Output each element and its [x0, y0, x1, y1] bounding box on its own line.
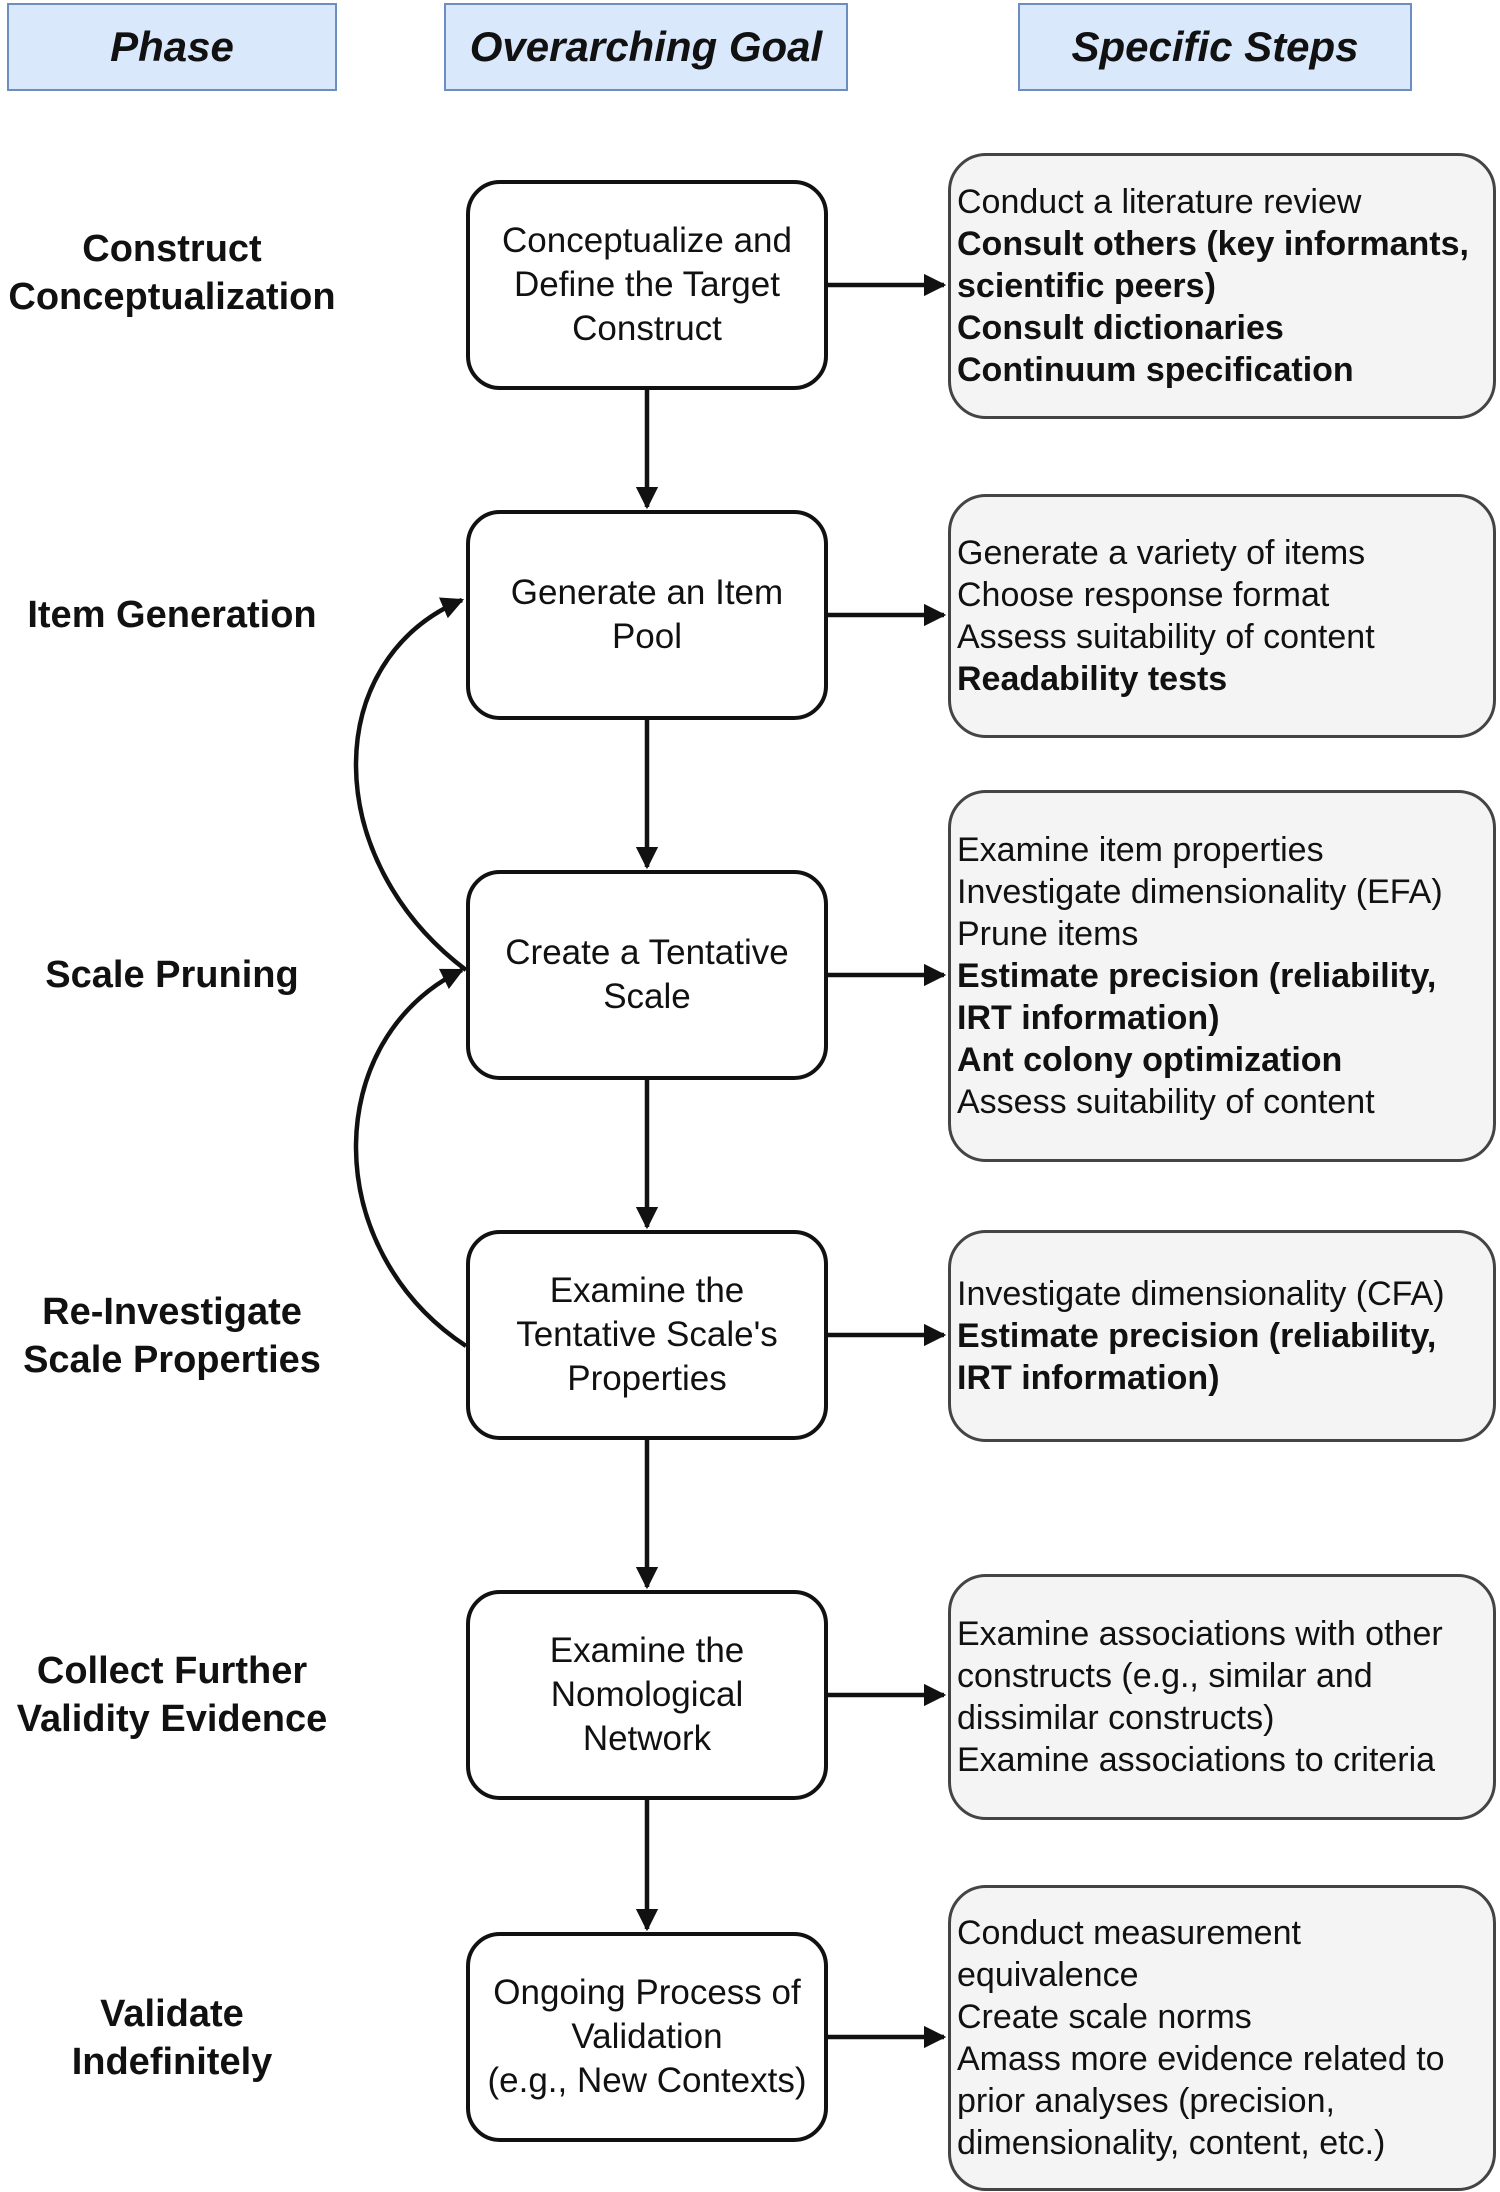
goal-text-line: Nomological	[550, 1675, 744, 1714]
step-item: Continuum specification	[957, 351, 1354, 389]
phase-label-line: Re-Investigate	[42, 1291, 302, 1333]
step-item: Examine associations to criteria	[957, 1741, 1436, 1779]
step-item: Consult others (key informants,	[957, 225, 1469, 263]
phase-label-line: Indefinitely	[71, 2041, 273, 2083]
phase-label-line: Conceptualization	[8, 276, 336, 318]
step-item: dimensionality, content, etc.)	[957, 2124, 1386, 2162]
header-overarching-goal: Overarching Goal	[444, 3, 848, 91]
goal-text-line: Properties	[567, 1359, 727, 1398]
goal-text-line: Validation	[571, 2017, 723, 2056]
goal-text-line: Scale	[603, 977, 691, 1016]
step-item: Assess suitability of content	[957, 618, 1375, 656]
steps-box: Examine associations with other construct…	[948, 1574, 1496, 1820]
steps-box: Investigate dimensionality (CFA) Estimate…	[948, 1230, 1496, 1442]
feedback-arrow-reinvestigate-to-pruning	[353, 967, 468, 1348]
step-item: Ant colony optimization	[957, 1041, 1343, 1079]
feedback-arrow-pruning-to-generation	[353, 597, 468, 972]
step-item: Generate a variety of items	[957, 534, 1366, 572]
step-item: dissimilar constructs)	[957, 1699, 1275, 1737]
step-item: prior analyses (precision,	[957, 2082, 1335, 2120]
step-item: constructs (e.g., similar and	[957, 1657, 1373, 1695]
step-item: Conduct a literature review	[957, 183, 1362, 221]
goal-text-line: Pool	[611, 617, 683, 656]
step-item: Conduct measurement	[957, 1914, 1301, 1952]
goal-text-line: Examine the	[549, 1631, 745, 1670]
step-item: IRT information)	[957, 1359, 1220, 1397]
header-phase: Phase	[7, 3, 337, 91]
step-item: Examine item properties	[957, 831, 1324, 869]
phase-label-line: Construct	[82, 228, 262, 270]
goal-text-line: Tentative Scale's	[516, 1315, 778, 1354]
step-item: IRT information)	[957, 999, 1220, 1037]
goal-text-line: Generate an Item	[510, 573, 784, 612]
step-item: Estimate precision (reliability,	[957, 1317, 1437, 1355]
goal-text-line: Network	[582, 1719, 712, 1758]
goal-text-line: Construct	[572, 309, 722, 348]
goal-text-line: (e.g., New Contexts)	[487, 2061, 807, 2100]
step-item: Create scale norms	[957, 1998, 1252, 2036]
goal-text: Ongoing Process of Validation (e.g., New C…	[488, 1971, 807, 2103]
header-specific-steps: Specific Steps	[1018, 3, 1412, 91]
step-item: Consult dictionaries	[957, 309, 1284, 347]
phase-label: Item Generation	[0, 591, 344, 639]
step-item: Choose response format	[957, 576, 1330, 614]
step-item: Amass more evidence related to	[957, 2040, 1445, 2078]
phase-label-line: Scale Pruning	[45, 954, 299, 996]
phase-label-line: Scale Properties	[23, 1339, 321, 1381]
step-item: Estimate precision (reliability,	[957, 957, 1437, 995]
phase-label: Scale Pruning	[0, 951, 344, 999]
step-item: Assess suitability of content	[957, 1083, 1375, 1121]
step-item: Prune items	[957, 915, 1139, 953]
goal-text-line: Conceptualize and	[502, 221, 792, 260]
step-item: scientific peers)	[957, 267, 1216, 305]
phase-label-line: Item Generation	[27, 594, 317, 636]
phase-label-line: Validate	[100, 1993, 244, 2035]
goal-text-line: Define the Target	[514, 265, 780, 304]
goal-text-line: Create a Tentative	[505, 933, 789, 972]
goal-text-line: Ongoing Process of	[493, 1973, 801, 2012]
goal-box: Ongoing Process of Validation (e.g., New C…	[466, 1932, 828, 2142]
step-item: Investigate dimensionality (CFA)	[957, 1275, 1445, 1313]
step-item: Examine associations with other	[957, 1615, 1443, 1653]
phase-label-line: Validity Evidence	[16, 1698, 328, 1740]
step-item: Investigate dimensionality (EFA)	[957, 873, 1443, 911]
phase-label-line: Collect Further	[36, 1650, 308, 1692]
goal-text-line: Examine the	[549, 1271, 745, 1310]
step-item: Readability tests	[957, 660, 1228, 698]
step-item: equivalence	[957, 1956, 1139, 1994]
